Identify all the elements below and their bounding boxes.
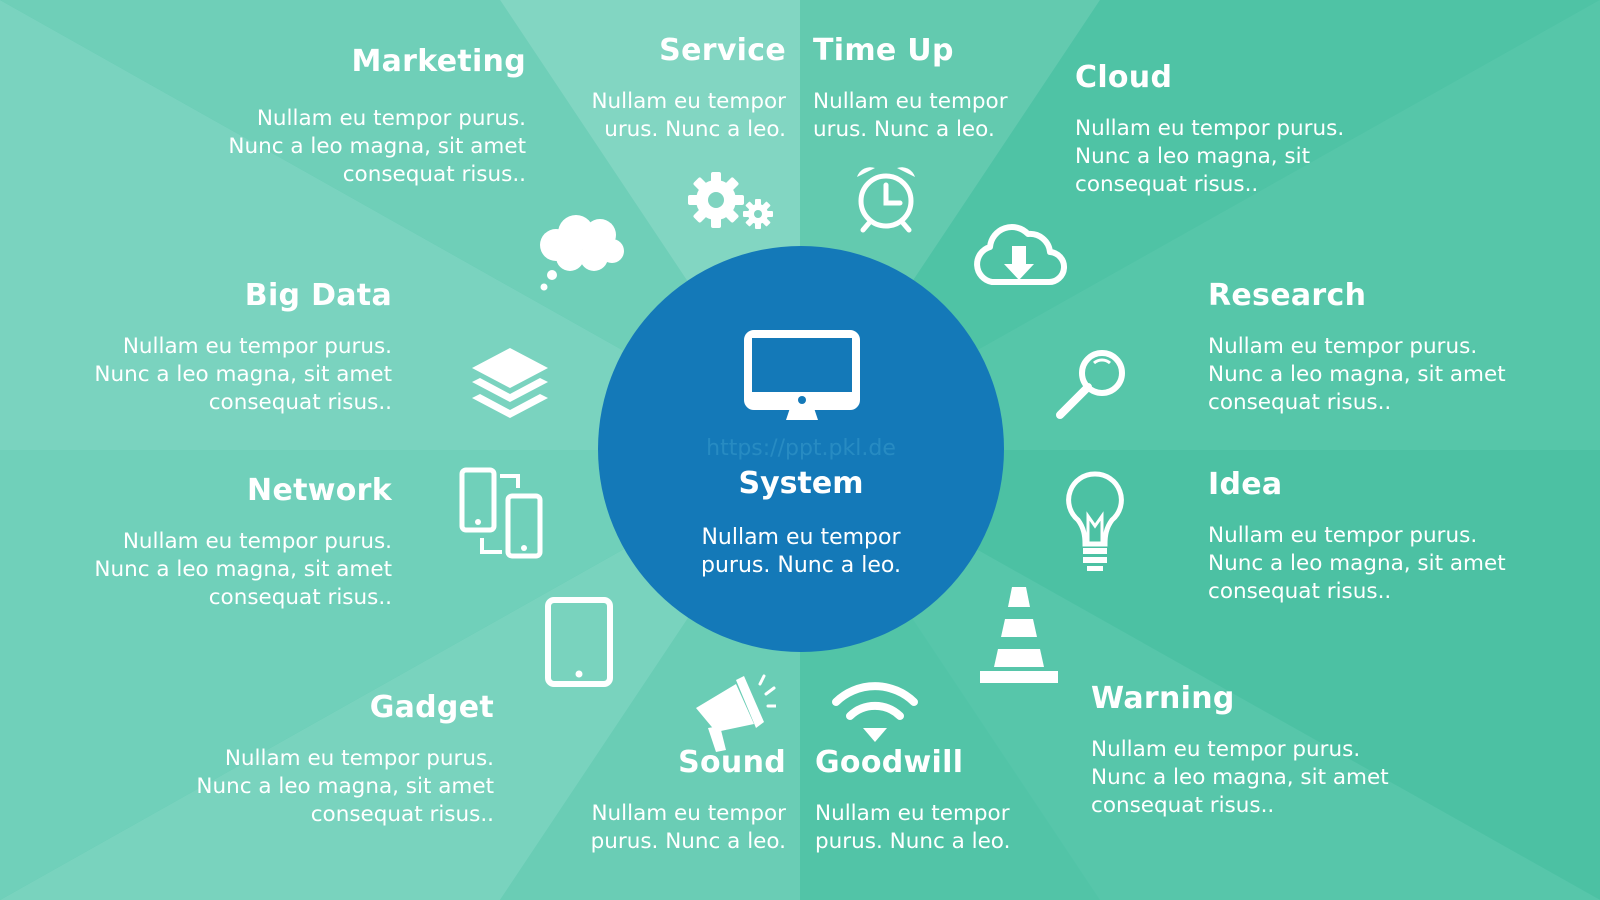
segment-sound: Sound Nullam eu tempor purus. Nunc a leo… (526, 745, 786, 856)
magnifier-icon (1056, 350, 1125, 419)
segment-title: Research (1208, 278, 1367, 313)
traffic-cone-icon (980, 587, 1058, 683)
segment-warning: Warning Nullam eu tempor purus. Nunc a l… (1091, 681, 1491, 820)
segment-body: Nullam eu tempor urus. Nunc a leo. (591, 89, 786, 142)
segment-body: Nullam eu tempor urus. Nunc a leo. (813, 89, 1008, 142)
center-body: Nullam eu tempor purus. Nunc a leo. (701, 525, 901, 578)
segment-body: Nullam eu tempor purus. Nunc a leo magna… (196, 746, 494, 827)
segment-body: Nullam eu tempor purus. Nunc a leo magna… (1208, 523, 1506, 604)
segment-title: Idea (1208, 467, 1283, 502)
segment-bigdata: Big Data Nullam eu tempor purus. Nunc a … (0, 278, 392, 417)
segment-cloud: Cloud Nullam eu tempor purus. Nunc a leo… (1075, 60, 1495, 199)
segment-gadget: Gadget Nullam eu tempor purus. Nunc a le… (94, 690, 494, 829)
segment-title: Time Up (813, 33, 954, 68)
segment-title: Service (659, 33, 786, 68)
layers-icon (472, 348, 548, 418)
segment-goodwill: Goodwill Nullam eu tempor purus. Nunc a … (815, 745, 1075, 856)
lightbulb-icon (1066, 471, 1124, 571)
center-title: System (738, 466, 864, 501)
monitor-icon (744, 330, 860, 420)
alarm-clock-icon (857, 167, 915, 233)
segment-body: Nullam eu tempor purus. Nunc a leo magna… (1075, 116, 1345, 197)
segment-title: Gadget (369, 690, 494, 725)
center-system-circle: https://ppt.pkl.de System Nullam eu temp… (598, 246, 1004, 652)
segment-title: Sound (678, 745, 786, 780)
watermark-text: https://ppt.pkl.de (706, 436, 896, 461)
tablet-icon (545, 597, 613, 687)
segment-title: Marketing (351, 44, 526, 79)
segment-title: Network (247, 473, 392, 508)
segment-title: Cloud (1075, 60, 1173, 95)
segment-network: Network Nullam eu tempor purus. Nunc a l… (0, 473, 392, 612)
segment-service: Service Nullam eu tempor urus. Nunc a le… (526, 33, 786, 144)
wifi-icon (832, 682, 918, 742)
segment-research: Research Nullam eu tempor purus. Nunc a … (1208, 278, 1568, 417)
megaphone-icon (696, 674, 776, 752)
segment-idea: Idea Nullam eu tempor purus. Nunc a leo … (1208, 467, 1568, 606)
thought-bubble-icon (540, 215, 624, 291)
segment-timeup: Time Up Nullam eu tempor urus. Nunc a le… (813, 33, 1073, 144)
gears-icon (688, 172, 773, 229)
segment-body: Nullam eu tempor purus. Nunc a leo magna… (1091, 737, 1389, 818)
segment-body: Nullam eu tempor purus. Nunc a leo magna… (228, 106, 526, 187)
segment-title: Big Data (244, 278, 392, 313)
segment-body: Nullam eu tempor purus. Nunc a leo magna… (94, 529, 392, 610)
segment-title: Warning (1091, 681, 1235, 716)
segment-body: Nullam eu tempor purus. Nunc a leo magna… (1208, 334, 1506, 415)
segment-body: Nullam eu tempor purus. Nunc a leo magna… (94, 334, 392, 415)
segment-marketing: Marketing Nullam eu tempor purus. Nunc a… (86, 44, 526, 189)
segment-title: Goodwill (815, 745, 964, 780)
cloud-download-icon (974, 224, 1068, 286)
sync-phones-icon (459, 467, 543, 559)
segment-body: Nullam eu tempor purus. Nunc a leo. (815, 801, 1011, 854)
segment-body: Nullam eu tempor purus. Nunc a leo. (590, 801, 786, 854)
